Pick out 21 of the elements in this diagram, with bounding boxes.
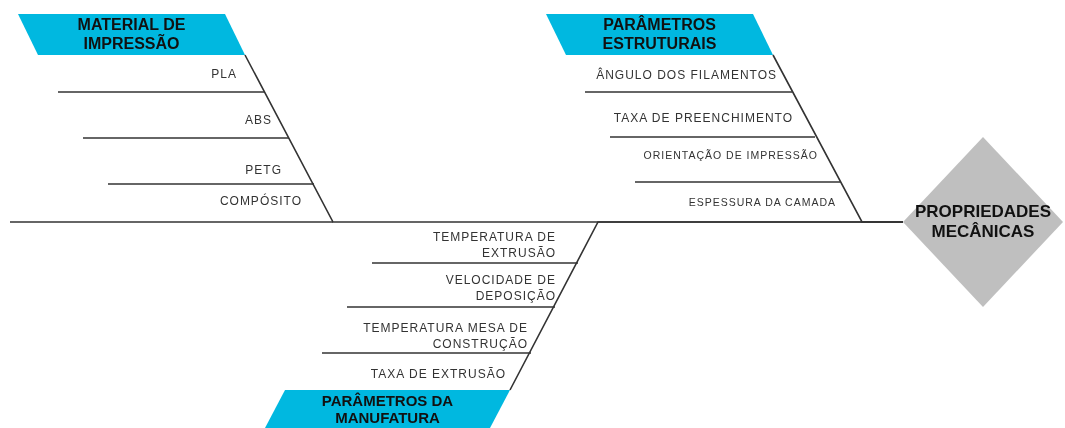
category-title: MATERIAL DE IMPRESSÃO	[76, 16, 187, 53]
cause-label: TAXA DE PREENCHIMENTO	[612, 110, 793, 127]
cause-label: TEMPERATURA MESA DE CONSTRUÇÃO	[362, 320, 528, 353]
bone-line	[509, 221, 904, 391]
category-title: PARÂMETROS DA MANUFATURA	[320, 391, 455, 427]
category-title: PARÂMETROS ESTRUTURAIS	[601, 16, 718, 53]
cause-label: PETG	[244, 162, 282, 179]
cause-label: TAXA DE EXTRUSÃO	[369, 366, 506, 383]
cause-label: ESPESSURA DA CAMADA	[687, 195, 836, 210]
cause-label: PLA	[210, 66, 237, 83]
effect-diamond	[903, 137, 1063, 307]
cause-label: COMPÓSITO	[218, 193, 302, 210]
category-banner	[18, 14, 245, 55]
cause-label: ABS	[244, 112, 272, 129]
category-banner	[265, 390, 510, 428]
effect-title: PROPRIEDADES MECÂNICAS	[914, 202, 1052, 242]
cause-label: ÂNGULO DOS FILAMENTOS	[595, 67, 777, 84]
cause-label: TEMPERATURA DE EXTRUSÃO	[431, 229, 556, 262]
cause-label: VELOCIDADE DE DEPOSIÇÃO	[444, 272, 556, 305]
category-banner	[546, 14, 773, 55]
cause-label: ORIENTAÇÃO DE IMPRESSÃO	[642, 148, 818, 163]
